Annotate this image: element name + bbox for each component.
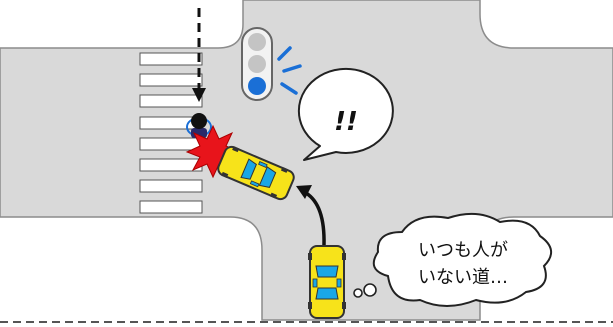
thought-bubble-line1: いつも人が xyxy=(418,240,508,261)
thought-bubble-line2: いない道… xyxy=(418,267,508,288)
speech-bubble-text: !! xyxy=(334,107,358,137)
signal-light-blue-active xyxy=(248,77,266,95)
signal-light-top xyxy=(248,33,266,51)
approaching-car xyxy=(308,246,346,318)
signal-light-middle xyxy=(248,55,266,73)
traffic-light xyxy=(242,28,272,100)
